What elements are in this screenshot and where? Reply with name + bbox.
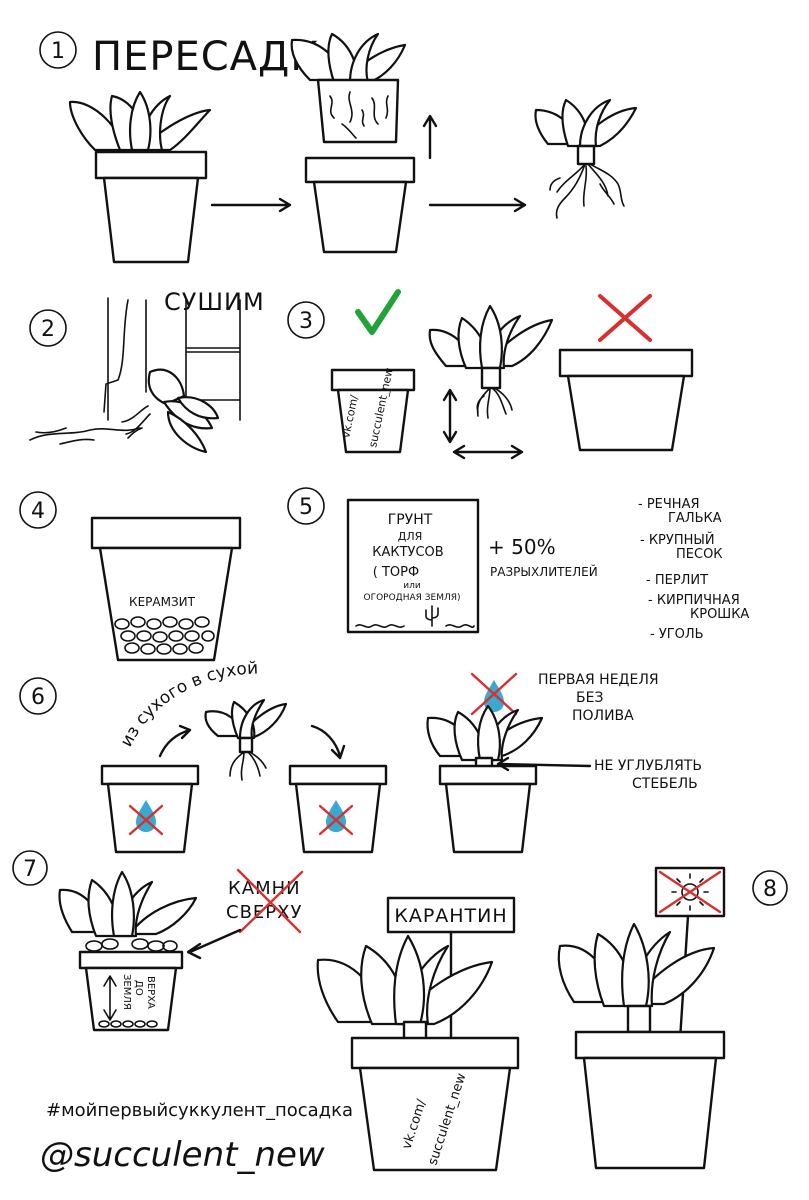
list-item: - КРУПНЫЙ	[640, 532, 715, 548]
step-7-circle	[12, 850, 48, 886]
curve-arrow-icon-left	[158, 724, 192, 758]
note-stem-1: НЕ УГЛУБЛЯТЬ	[594, 758, 702, 774]
additive-list: - РЕЧНАЯ ГАЛЬКА - КРУПНЫЙ ПЕСОК - ПЕРЛИТ…	[638, 497, 749, 642]
cross-icon	[128, 804, 164, 836]
note-first-week-3: ПОЛИВА	[572, 708, 634, 724]
step-5: 5 ГРУНТ ДЛЯ КАКТУСОВ ( ТОРФ или ОГОРОДНА…	[287, 487, 749, 642]
window-with-drying-plant	[29, 297, 241, 454]
cross-icon	[318, 804, 354, 836]
step-8: 8 КАРАНТИН vk.com/ succulent_new	[316, 866, 788, 1172]
step-1: 1 ПЕРЕСАДКА	[39, 31, 638, 264]
step-6: 6 из сухого в сухой П	[19, 658, 702, 854]
pot-label-soil: ЗЕМЛЯ	[121, 974, 132, 1010]
note-first-week-1: ПЕРВАЯ НЕДЕЛЯ	[538, 672, 659, 688]
height-arrow-icon	[442, 388, 458, 444]
crossed-text-2: СВЕРХУ	[226, 902, 302, 923]
step-4-circle	[19, 491, 57, 529]
step-7-number: 7	[23, 857, 37, 882]
hashtag: #мойпервыйсуккулент_посадка	[46, 1100, 353, 1121]
arrow-right-icon-2	[428, 197, 527, 213]
bag-line-4: ( ТОРФ	[373, 565, 419, 580]
step-8-number: 8	[763, 877, 777, 902]
list-item: - РЕЧНАЯ	[638, 497, 700, 512]
quarantine-sign: КАРАНТИН	[386, 896, 516, 1042]
dry-pot-left	[100, 764, 200, 854]
step-3-number: 3	[299, 309, 313, 334]
cross-icon	[598, 294, 652, 342]
step-4: 4 КЕРАМЗИТ	[19, 491, 242, 662]
step-8-circle	[752, 870, 788, 906]
list-item: - УГОЛЬ	[650, 627, 704, 642]
step-7: 7 ЗЕМЛЯ ДО ВЕРХА КАМНИ С	[12, 850, 304, 1032]
check-icon	[355, 289, 401, 335]
no-water-indicator	[470, 672, 518, 716]
pot-label-to: ДО	[133, 980, 144, 996]
list-item: ГАЛЬКА	[668, 511, 722, 526]
list-item: - ПЕРЛИТ	[646, 573, 708, 588]
step-5-number: 5	[299, 495, 313, 520]
pot-with-drainage: КЕРАМЗИТ	[90, 516, 242, 662]
bag-line-3: КАКТУСОВ	[372, 545, 443, 560]
bag-line-2: ДЛЯ	[398, 530, 423, 543]
step-6-circle	[19, 677, 57, 715]
plant-in-pot	[68, 90, 212, 264]
pot-quarantine: vk.com/ succulent_new	[316, 934, 520, 1172]
step-1-number: 1	[51, 39, 65, 64]
sun-icon	[671, 873, 709, 911]
cactus-icon	[355, 605, 475, 628]
pot-stones-on-top: ЗЕМЛЯ ДО ВЕРХА	[58, 870, 198, 1032]
crossed-text-1: КАМНИ	[228, 878, 301, 899]
cross-icon	[470, 672, 518, 716]
dry-pot-right	[288, 764, 388, 854]
plant-measure-roots	[428, 304, 554, 460]
pot-shade	[557, 922, 726, 1170]
bag-line-6: ОГОРОДНАЯ ЗЕМЛЯ)	[364, 593, 461, 603]
step-3-circle	[287, 301, 325, 339]
drainage-label: КЕРАМЗИТ	[129, 595, 196, 609]
step-3: 3 vk.com/ succulent_new	[287, 289, 694, 460]
step-2-circle	[29, 309, 67, 347]
plant-lifted	[290, 32, 416, 254]
author-handle: @succulent_new	[40, 1135, 325, 1175]
cross-icon	[658, 870, 722, 914]
pointer-arrow-icon	[186, 928, 242, 960]
planted-pot-step6	[426, 704, 544, 854]
step-6-number: 6	[31, 685, 45, 710]
step-1-circle	[39, 31, 77, 69]
note-stem-2: СТЕБЕЛЬ	[632, 776, 698, 792]
drainage-pebbles	[114, 616, 215, 655]
list-item: ПЕСОК	[676, 547, 723, 562]
water-drop-icon	[484, 680, 504, 712]
additive-label: РАЗРЫХЛИТЕЛЕЙ	[490, 564, 598, 579]
step-4-number: 4	[31, 499, 45, 524]
curve-arrow-icon-right	[310, 724, 346, 760]
width-arrow-icon	[452, 444, 524, 460]
additive-percent: + 50%	[488, 535, 556, 559]
arrow-right-icon	[210, 197, 292, 213]
soil-bag: ГРУНТ ДЛЯ КАКТУСОВ ( ТОРФ или ОГОРОДНАЯ …	[346, 498, 480, 634]
step-2-number: 2	[41, 317, 55, 342]
note-first-week-2: БЕЗ	[576, 690, 603, 706]
large-pot-wrong	[558, 348, 694, 452]
pointer-arrow-icon	[496, 756, 592, 772]
list-item: КРОШКА	[690, 607, 749, 622]
pot-label-top: ВЕРХА	[145, 976, 156, 1009]
bag-line-1: ГРУНТ	[388, 512, 433, 528]
list-item: - КИРПИЧНАЯ	[648, 593, 740, 608]
step-5-circle	[287, 487, 325, 525]
arrow-up-icon	[422, 114, 438, 160]
step-2: 2 СУШИМ	[29, 288, 265, 454]
step-2-label: СУШИМ	[164, 288, 265, 316]
bag-line-5: или	[403, 581, 421, 591]
small-pot-correct: vk.com/ succulent_new	[330, 367, 416, 454]
quarantine-label: КАРАНТИН	[394, 905, 507, 927]
plant-dry-roots	[204, 698, 288, 781]
plant-bare-root	[534, 98, 638, 219]
cross-icon	[236, 868, 304, 934]
